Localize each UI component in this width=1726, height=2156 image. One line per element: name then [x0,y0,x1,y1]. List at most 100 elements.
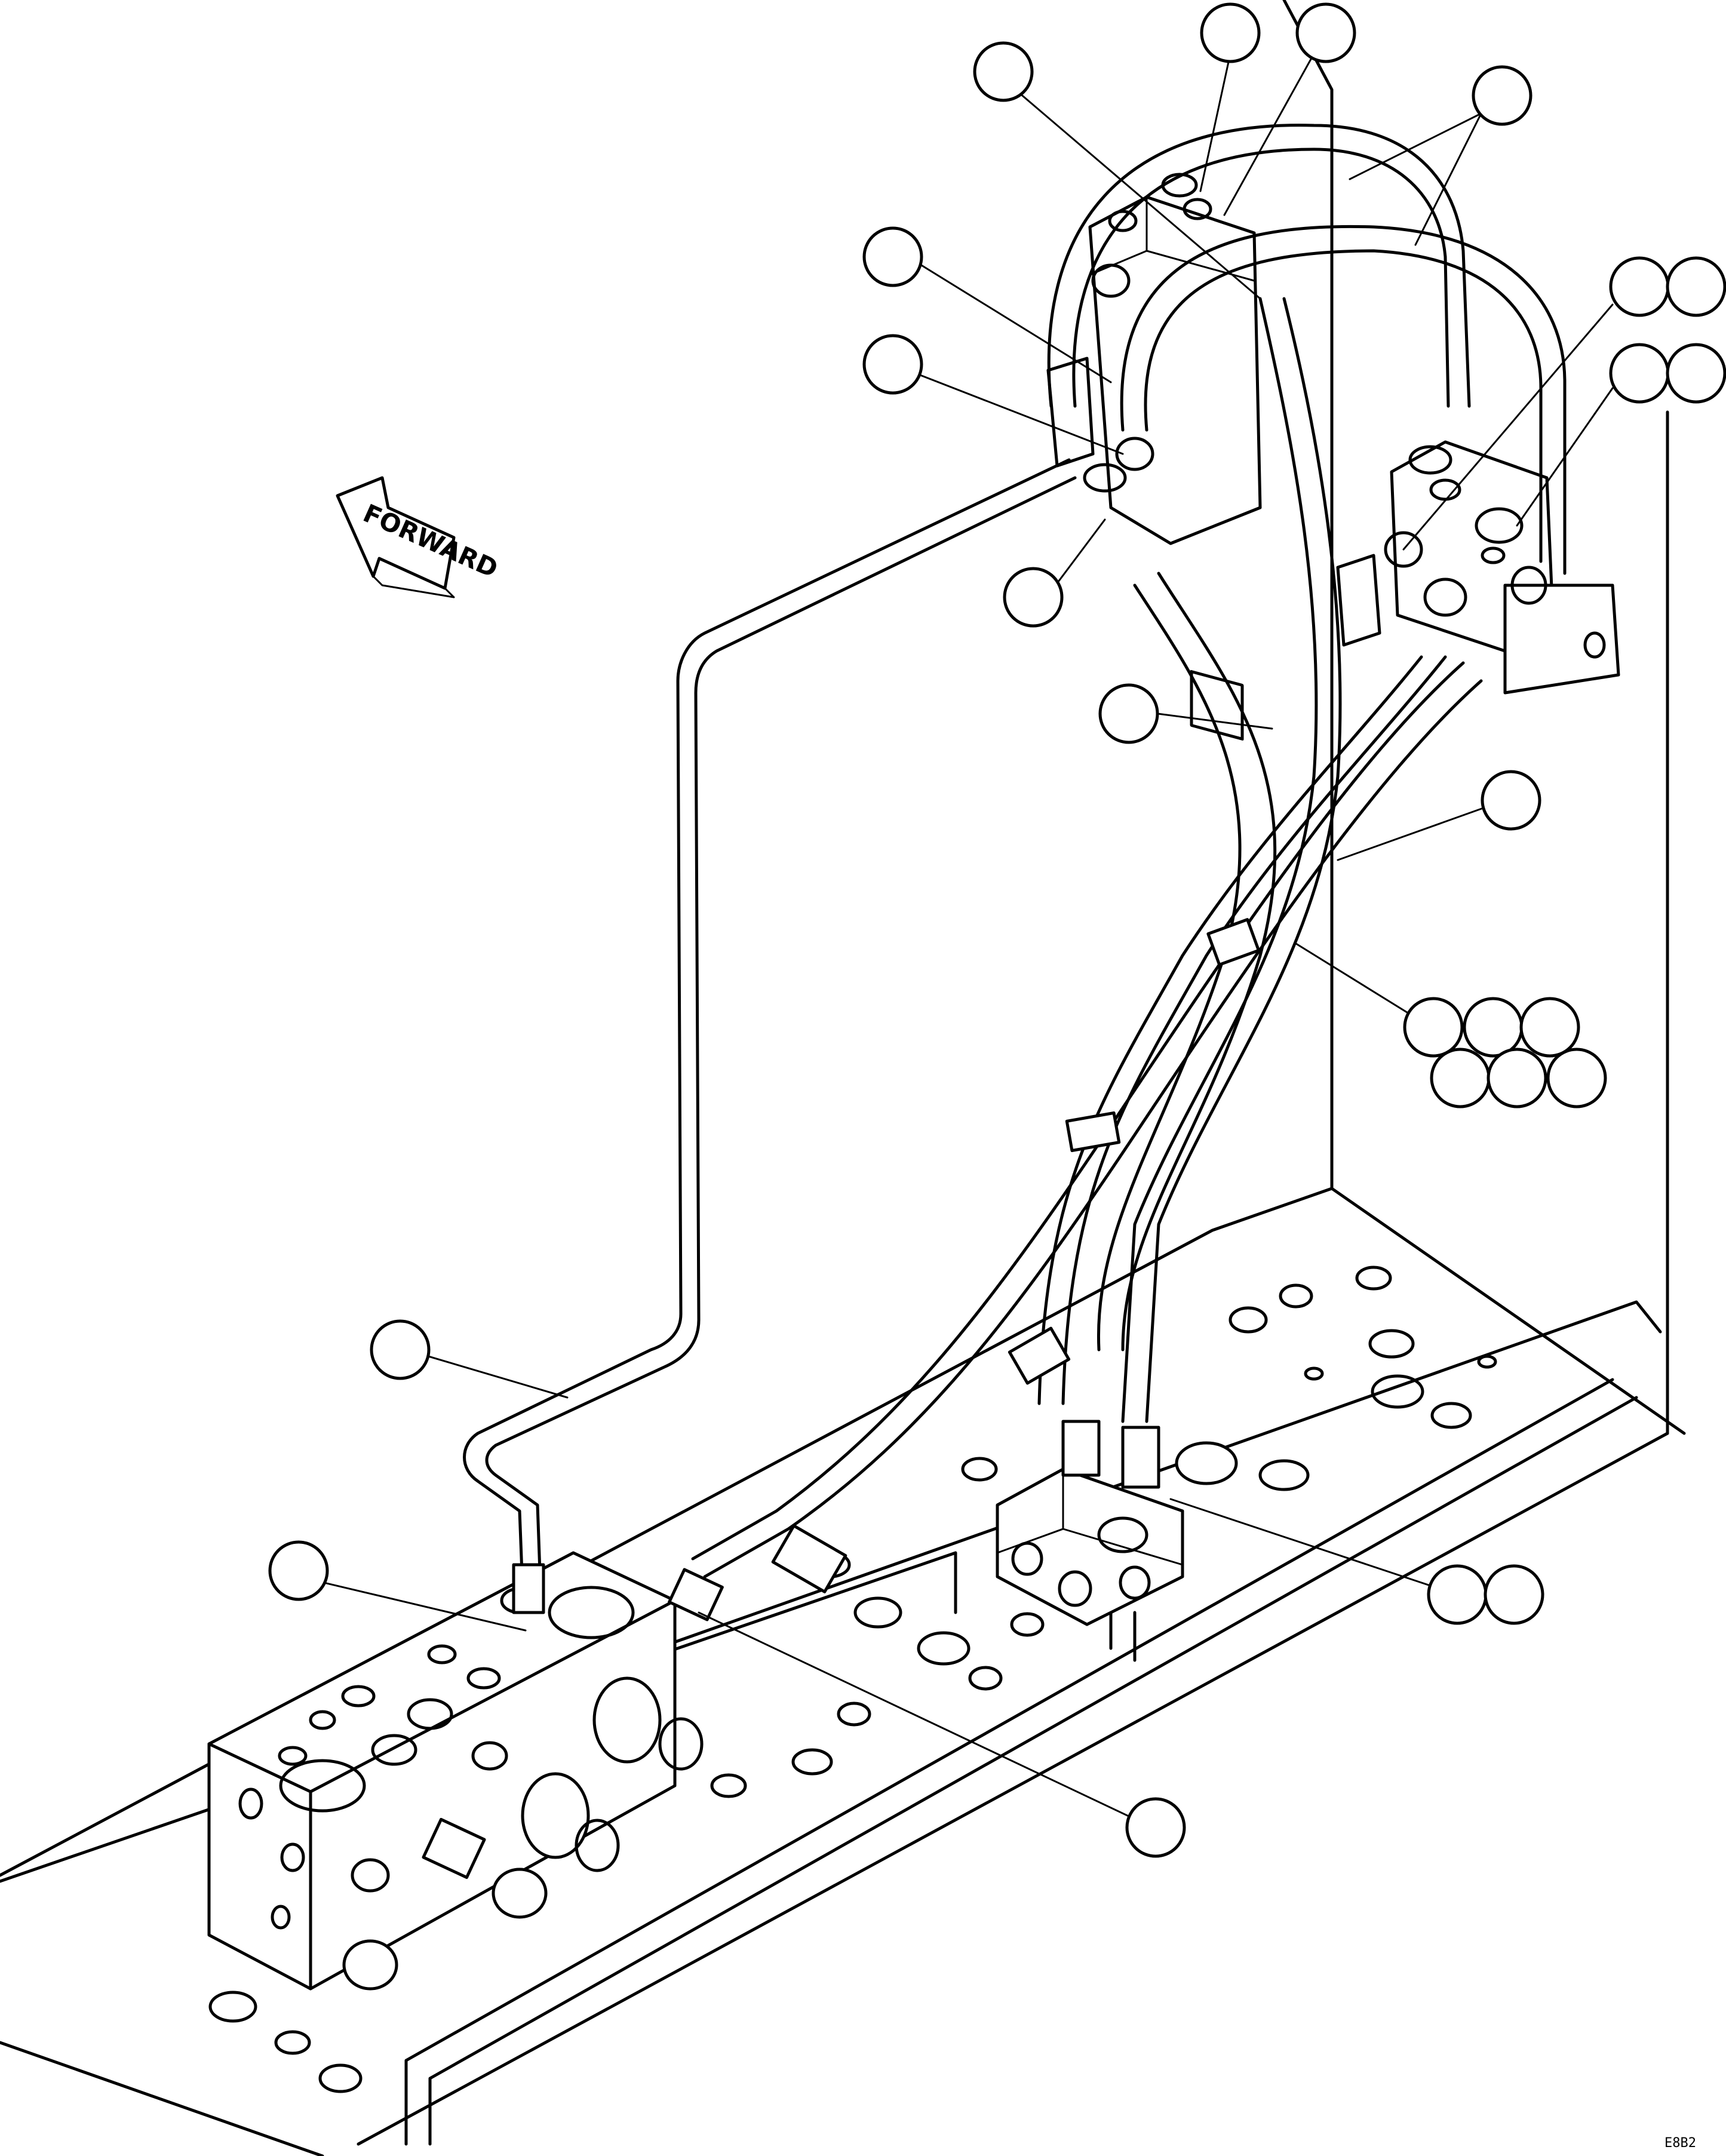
channel-rail-front [404,1378,1638,2146]
callout-balloon [1481,770,1541,831]
floor-hole [1368,1329,1415,1359]
floor-hole [318,2063,363,2093]
leader-line [907,256,1112,383]
right-block-fitting [1481,546,1506,564]
callout-balloon [1430,1048,1491,1108]
manifold-port [309,1710,336,1730]
hose-end-fitting [771,1524,847,1593]
callout-balloon [1472,65,1532,126]
floor-plate [0,1187,1669,2156]
central-hose [1145,297,1342,1423]
manifold-plug [407,1698,453,1730]
leader-line [1349,112,1482,180]
lower-block-elbow [1175,1441,1238,1485]
floor-hole [968,1666,1003,1691]
manifold-hose [703,679,1483,1578]
floor-hole [208,1991,257,2023]
manifold-plug [471,1741,508,1771]
floor-hole [853,1596,902,1629]
lower-block-edges [996,1468,1184,1566]
callout-balloon [973,41,1034,102]
callout-balloon [370,1319,431,1380]
floor-hole [1371,1374,1424,1409]
steel-tube-line [463,458,1071,1590]
manifold-tube-fitting [512,1563,545,1614]
manifold-hose [691,661,1465,1561]
loop-hose [1144,249,1543,563]
callout-leaders [297,53,1614,1829]
floor-hole [1304,1366,1324,1381]
solenoid-cap [575,1819,620,1872]
figure-code: E8B2 [1664,2136,1696,2151]
callout-balloon [1463,997,1524,1058]
leader-line [1199,53,1231,192]
forward-arrow-depth [372,575,455,598]
lower-block-port [1058,1570,1092,1607]
callout-balloon [1484,1564,1544,1625]
callout-balloon [1003,567,1064,628]
floor-hole [961,1457,998,1482]
callout-balloon [1609,256,1670,317]
forward-arrow: FORWARD [336,476,502,598]
manifold-port [548,1586,635,1639]
manifold-side-port [280,1842,305,1872]
manifold-body [207,1551,677,1991]
callout-balloon [1666,256,1726,317]
hoses [691,124,1567,1593]
upper-block-fitting [1183,198,1212,220]
left-manifold [207,1551,724,1991]
leader-line [1402,303,1614,551]
upper-block-body [1088,195,1262,545]
upper-block-fitting [1115,437,1154,471]
manifold-port [278,1746,308,1766]
manifold-edges [207,1599,677,1991]
callout-balloon [1200,2,1261,63]
callout-balloon [1609,343,1670,404]
manifold-port [427,1644,457,1664]
floor-hole [1010,1612,1045,1637]
manifold-plug [371,1734,417,1766]
callout-balloon [268,1540,329,1601]
right-block-fitting [1475,507,1524,544]
floor-hole [1430,1402,1472,1429]
floor-hole [1279,1283,1313,1309]
manifold-side-port [271,1905,291,1930]
leader-line [1169,1498,1458,1596]
lower-block-port [1011,1541,1043,1576]
lower-block-fitting [1121,1426,1160,1489]
forward-arrow-shape [336,476,456,590]
upper-block-edges [1089,196,1255,282]
lower-block-fitting [1061,1420,1101,1477]
floor-holes [208,1266,1497,2093]
upper-block-fitting [1108,210,1138,232]
right-valve-block [1336,440,1620,695]
adjustment-knob [342,1939,398,1991]
right-block-fitting [1423,578,1467,617]
manifold-hose-fitting [668,1568,724,1621]
hose-clamp [1206,918,1260,966]
leader-line [297,1575,527,1632]
lower-block-port [1119,1565,1151,1600]
lower-block-port [1097,1516,1148,1553]
leader-line [1516,387,1614,527]
leader-line [405,1349,569,1399]
leader-line [698,1611,1154,1829]
central-hose [1121,572,1277,1352]
leader-line [1050,518,1106,592]
manifold-valve [422,1817,486,1879]
upper-valve-block [1046,173,1262,741]
central-hose [1061,655,1447,1405]
callout-balloon [1125,1797,1186,1858]
adjustment-knob [492,1868,548,1919]
loop-hose [1072,148,1450,408]
floor-hole [917,1631,971,1666]
leader-line [1295,942,1423,1022]
right-block-fitting [1510,566,1547,605]
central-hose [1121,297,1318,1423]
callout-balloon [1487,1048,1547,1108]
steel-tube-line [485,476,1077,1590]
callout-balloon [862,334,923,395]
floor-hole [710,1773,747,1798]
solenoid-coil [521,1772,590,1859]
upper-block-side-valve [1046,357,1095,468]
